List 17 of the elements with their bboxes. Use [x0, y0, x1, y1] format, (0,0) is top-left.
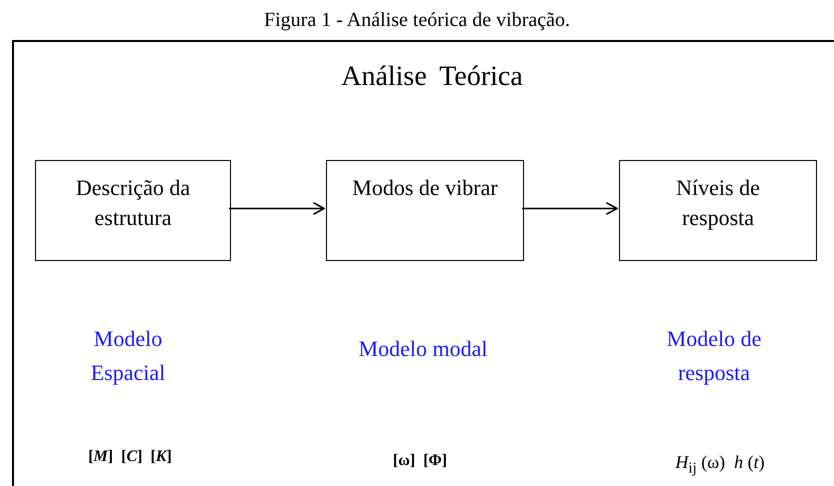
process-box: [326, 160, 524, 261]
process-box: [619, 160, 817, 261]
model-name: Modelo Espacial: [90, 325, 166, 387]
box-label: Descrição da estrutura: [74, 174, 192, 232]
process-box: [35, 160, 231, 261]
box-label: Modos de vibrar: [352, 174, 498, 202]
model-name: Modelo modal: [358, 335, 488, 363]
arrow: [522, 202, 618, 216]
response-symbols: H$_{ij}$ (ω) h (t): [674, 452, 766, 478]
matrix-symbols: [M] [C] [K]: [87, 448, 173, 466]
box-label: Níveis de resposta: [675, 174, 761, 232]
figure-title: Figura 1 - Análise teórica de vibração.: [263, 8, 571, 32]
arrow: [229, 202, 325, 216]
diagram-frame: [12, 40, 834, 486]
model-name: Modelo de resposta: [666, 325, 762, 387]
frame-heading: Análise Teórica: [340, 60, 524, 94]
modal-symbols: [ω] [Φ]: [392, 452, 448, 470]
